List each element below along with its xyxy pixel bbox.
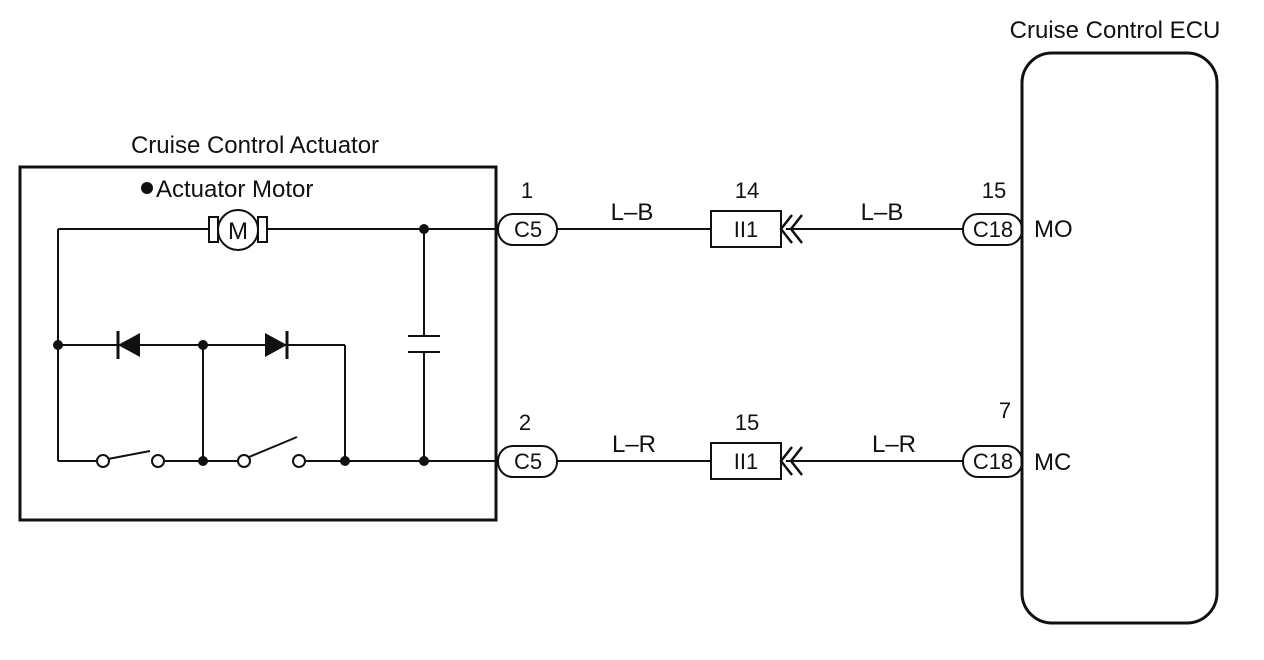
capacitor-icon [408, 335, 440, 353]
motor-marker-dot [141, 182, 153, 194]
wire-color-mc-left: L–R [612, 431, 656, 458]
ecu-pin-15: 15 [982, 178, 1006, 203]
junction-dot [340, 456, 350, 466]
junction-pin-14: 14 [735, 178, 759, 203]
junction-dot [198, 456, 208, 466]
junction-pin-15: 15 [735, 410, 759, 435]
switch-left-icon [96, 450, 165, 468]
actuator-box [18, 165, 498, 522]
wire-color-mc-right: L–R [872, 431, 916, 458]
junction-dot [198, 340, 208, 350]
actuator-pin-1: 1 [521, 178, 533, 203]
ecu-box [1020, 51, 1219, 625]
connector-c18-mc-label: C18 [973, 449, 1013, 474]
motor-symbol: M [208, 209, 268, 251]
connector-c18-mo-label: C18 [973, 217, 1013, 242]
ecu-title: Cruise Control ECU [1010, 17, 1221, 44]
motor-symbol-label: M [228, 218, 248, 245]
wire-color-mo-right: L–B [861, 199, 904, 226]
connector-chevron-icon [779, 446, 803, 476]
connector-c5-mc [497, 445, 558, 478]
ecu-terminal-mo: MO [1034, 216, 1073, 243]
junction-dot [419, 224, 429, 234]
wire-color-mo-left: L–B [611, 199, 654, 226]
connector-ii1-mc-label: II1 [734, 449, 758, 474]
junction-dot [419, 456, 429, 466]
connector-chevron-icon [779, 214, 803, 244]
ecu-terminal-mc: MC [1034, 449, 1071, 476]
switch-right-icon [237, 436, 306, 468]
motor-label: Actuator Motor [156, 176, 313, 203]
connector-c5-mc-label: C5 [514, 449, 542, 474]
actuator-pin-2: 2 [519, 410, 531, 435]
connector-ii1-mo-label: II1 [734, 217, 758, 242]
connector-c5-mo [497, 213, 558, 246]
diode-right-icon [265, 331, 289, 359]
junction-dot [53, 340, 63, 350]
diode-left-icon [116, 331, 140, 359]
connector-ii1-mo [710, 210, 782, 248]
connector-c5-mo-label: C5 [514, 217, 542, 242]
actuator-title: Cruise Control Actuator [131, 132, 379, 159]
ecu-pin-7: 7 [999, 398, 1011, 423]
